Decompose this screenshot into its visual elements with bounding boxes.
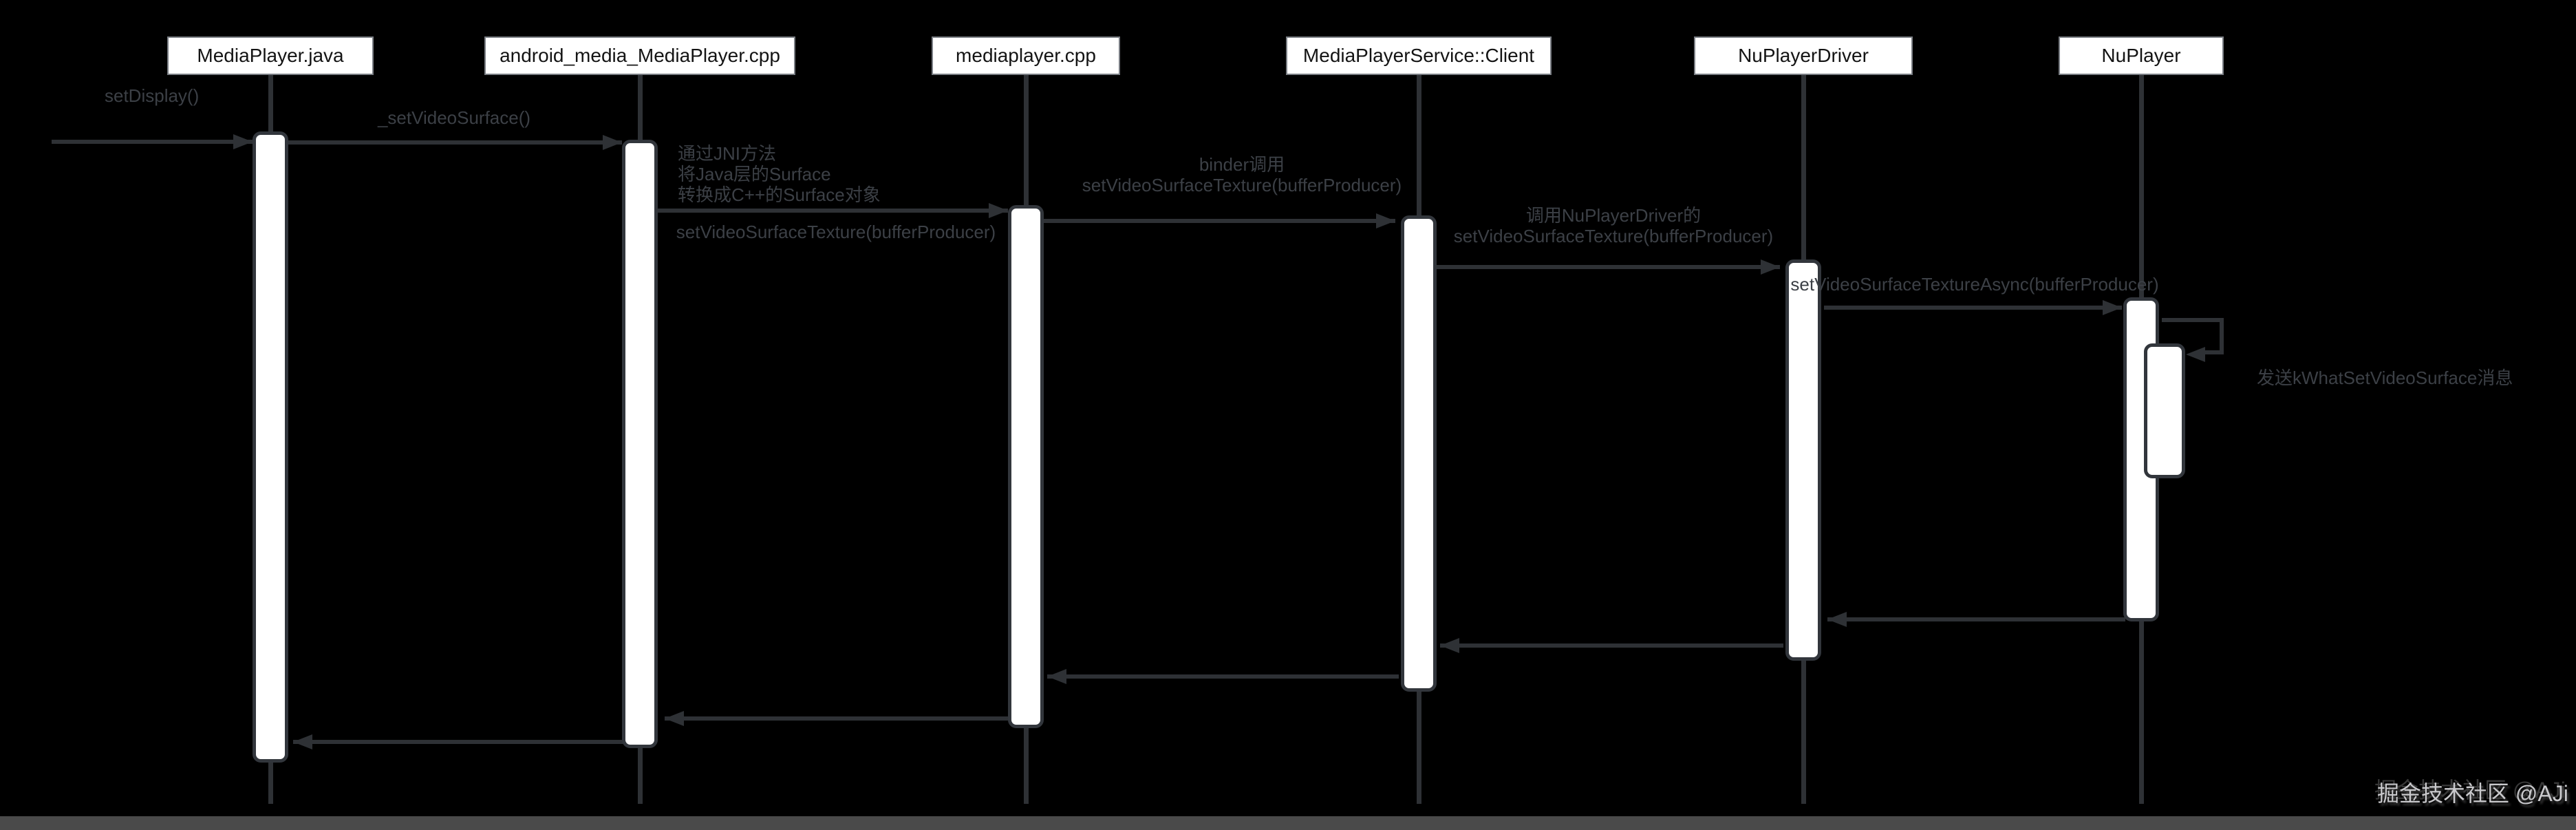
message-label-line: 通过JNI方法 xyxy=(678,143,777,164)
lifeline-label: mediaplayer.cpp xyxy=(956,45,1096,66)
message-arrow-2 xyxy=(658,209,1008,213)
message-label-line: binder调用 xyxy=(1199,154,1285,175)
message-arrow-6 xyxy=(1827,617,2125,621)
horizontal-scrollbar[interactable] xyxy=(0,816,2576,830)
activation-bar-4 xyxy=(1785,259,1821,661)
self-call-label: 发送kWhatSetVideoSurface消息 xyxy=(2257,368,2513,388)
lifeline-label: android_media_MediaPlayer.cpp xyxy=(500,45,780,66)
message-label-line: setVideoSurfaceTexture(bufferProducer) xyxy=(676,222,996,242)
arrowhead-right-icon xyxy=(2103,300,2122,315)
message-label-line: setVideoSurfaceTextureAsync(bufferProduc… xyxy=(1790,274,2159,295)
message-arrow-10 xyxy=(293,740,623,744)
message-arrow-1 xyxy=(288,140,622,145)
message-arrow-4 xyxy=(1437,265,1780,269)
lifeline-header-mediaplayerservice-client: MediaPlayerService::Client xyxy=(1286,36,1552,75)
arrowhead-right-icon xyxy=(233,134,253,149)
lifeline-label: MediaPlayerService::Client xyxy=(1302,45,1535,66)
activation-bar-0 xyxy=(253,131,288,763)
self-call-segment-0 xyxy=(2162,318,2224,322)
lifeline-label: NuPlayerDriver xyxy=(1738,45,1869,66)
message-arrow-0 xyxy=(52,140,253,144)
arrowhead-left-icon xyxy=(665,711,684,726)
message-label-line: setVideoSurfaceTexture(bufferProducer) xyxy=(1082,175,1402,195)
message-label-line: 发送kWhatSetVideoSurface消息 xyxy=(2257,368,2513,388)
arrowhead-right-icon xyxy=(1376,213,1395,228)
lifeline-header-android-media-mediaplayer-cpp: android_media_MediaPlayer.cpp xyxy=(484,36,795,75)
lifeline-label: MediaPlayer.java xyxy=(197,45,344,66)
message-label-line: 调用NuPlayerDriver的 xyxy=(1525,205,1702,226)
message-arrow-3 xyxy=(1044,219,1395,223)
arrowhead-right-icon xyxy=(989,203,1008,218)
activation-bar-6 xyxy=(2144,343,2185,478)
arrowhead-left-icon xyxy=(1440,638,1459,653)
message-sublabel-2: setVideoSurfaceTexture(bufferProducer) xyxy=(676,222,996,242)
activation-bar-1 xyxy=(622,140,658,748)
lifeline-label: NuPlayer xyxy=(2101,45,2181,66)
arrowhead-right-icon xyxy=(603,135,622,150)
message-label-5: setVideoSurfaceTextureAsync(bufferProduc… xyxy=(1790,274,2158,295)
message-label-line: _setVideoSurface() xyxy=(377,107,531,128)
arrowhead-right-icon xyxy=(1761,259,1780,275)
message-label-line: setDisplay() xyxy=(105,85,200,106)
message-label-0: setDisplay() xyxy=(105,85,199,106)
lifeline-header-mediaplayer-java: MediaPlayer.java xyxy=(167,36,374,75)
self-call-arrowhead-icon xyxy=(2186,347,2205,362)
self-call-segment-1 xyxy=(2220,318,2224,354)
watermark: 掘金技术社区 @AJi xyxy=(2377,781,2568,806)
message-arrow-5 xyxy=(1824,306,2122,310)
arrowhead-left-icon xyxy=(293,734,312,749)
lifeline-header-nuplayer: NuPlayer xyxy=(2059,36,2224,75)
message-arrow-9 xyxy=(665,716,1011,721)
arrowhead-left-icon xyxy=(1047,669,1066,684)
message-label-line: 将Java层的Surface xyxy=(678,164,831,184)
message-label-1: _setVideoSurface() xyxy=(378,107,530,128)
self-call-segment-2 xyxy=(2202,350,2224,354)
message-arrow-8 xyxy=(1047,674,1399,679)
arrowhead-left-icon xyxy=(1827,612,1847,627)
lifeline-header-mediaplayer-cpp: mediaplayer.cpp xyxy=(932,36,1120,75)
message-arrow-7 xyxy=(1440,643,1783,648)
message-label-line: setVideoSurfaceTexture(bufferProducer) xyxy=(1453,226,1774,246)
message-label-line: 转换成C++的Surface对象 xyxy=(678,184,881,205)
activation-bar-2 xyxy=(1008,205,1044,728)
activation-bar-3 xyxy=(1401,215,1437,692)
lifeline-header-nuplayerdriver: NuPlayerDriver xyxy=(1694,36,1913,75)
